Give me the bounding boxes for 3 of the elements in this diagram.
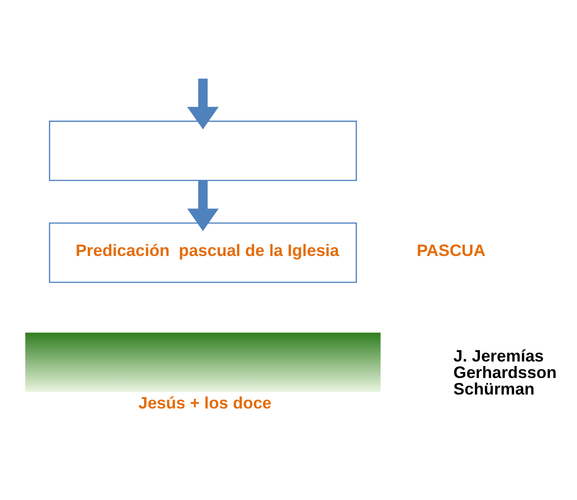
label: PASCUA bbox=[416, 240, 486, 260]
node-label: Jesús + los doce bbox=[138, 393, 272, 412]
label: J. Jeremías Gerhardsson Schürman bbox=[453, 346, 557, 398]
